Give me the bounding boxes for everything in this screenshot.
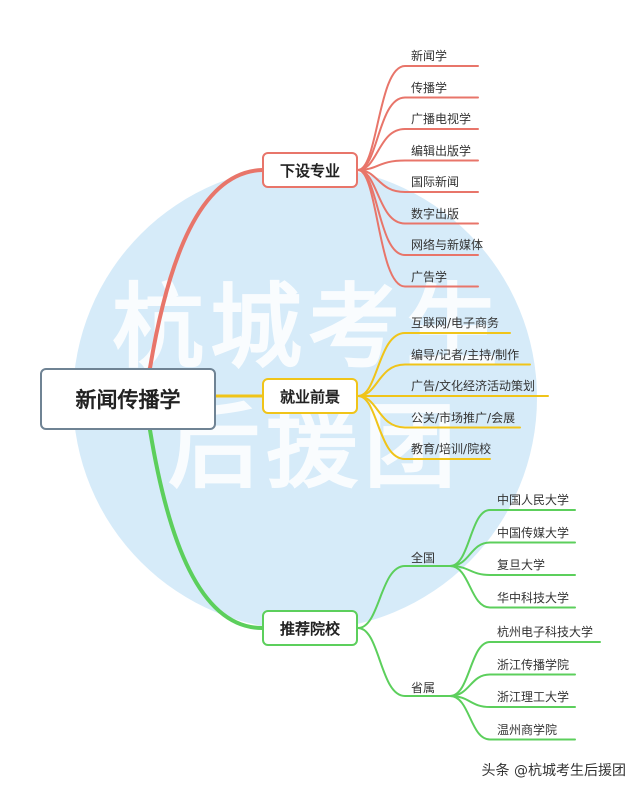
branch-schools[interactable]: 推荐院校 [262,610,358,646]
school-item[interactable]: 复旦大学 [497,558,546,572]
school-item[interactable]: 中国传媒大学 [497,525,570,540]
link-major [357,169,479,288]
link-school [449,565,576,609]
major-item[interactable]: 网络与新媒体 [411,238,484,252]
school-item[interactable]: 温州商学院 [497,722,558,737]
school-item[interactable]: 华中科技大学 [497,590,570,605]
trunk-schools [148,428,264,630]
school-group-label[interactable]: 省属 [411,681,436,695]
link-major [357,128,479,171]
career-item[interactable]: 公关/市场推广/会展 [411,410,516,425]
major-item[interactable]: 广播电视学 [411,112,472,126]
trunk-majors [148,168,264,370]
link-career [357,363,531,397]
school-group-label[interactable]: 全国 [411,551,436,565]
major-item[interactable]: 数字出版 [411,206,460,221]
career-item[interactable]: 教育/培训/院校 [411,442,492,456]
link-school [449,673,576,697]
footer-credit: 头条 @杭城考生后援团 [481,763,626,779]
link-school [449,541,576,567]
career-item[interactable]: 编导/记者/主持/制作 [411,347,520,362]
school-item[interactable]: 杭州电子科技大学 [497,625,594,639]
link-career [357,332,511,397]
link-school [449,509,576,567]
career-item[interactable]: 广告/文化经济活动策划 [411,379,536,393]
school-item[interactable]: 中国人民大学 [497,493,570,507]
career-item[interactable]: 互联网/电子商务 [411,316,500,330]
link-major [357,159,479,171]
watermark-line-1: 杭城考生 [112,274,505,381]
school-item[interactable]: 浙江传播学院 [497,657,570,672]
major-item[interactable]: 传播学 [411,80,448,95]
major-item[interactable]: 国际新闻 [411,175,460,189]
major-item[interactable]: 广告学 [411,269,448,284]
branch-careers[interactable]: 就业前景 [262,378,358,414]
link-major [357,96,479,171]
link-school-group [357,565,451,629]
branch-majors[interactable]: 下设专业 [262,152,358,188]
major-item[interactable]: 新闻学 [411,49,448,63]
link-school [449,641,601,697]
watermark-line-2: 后援团 [168,394,463,501]
major-item[interactable]: 编辑出版学 [411,143,472,158]
school-item[interactable]: 浙江理工大学 [497,690,570,704]
link-school [449,695,576,741]
link-career [357,395,491,460]
link-school-group [357,627,451,697]
link-major [357,65,479,171]
root-node[interactable]: 新闻传播学 [40,368,216,430]
